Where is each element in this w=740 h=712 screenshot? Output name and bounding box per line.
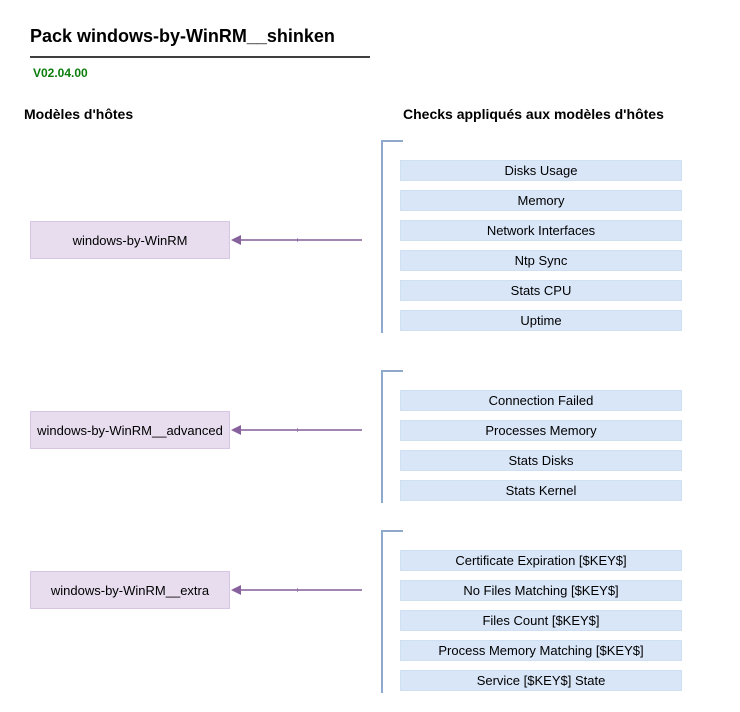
arrow-mid-tick xyxy=(297,238,298,242)
check-node: Certificate Expiration [$KEY$] xyxy=(400,550,682,571)
page-title: Pack windows-by-WinRM__shinken xyxy=(30,26,335,46)
checks-header: Checks appliqués aux modèles d'hôtes xyxy=(403,106,664,122)
check-node: Stats CPU xyxy=(400,280,682,301)
host-template-node: windows-by-WinRM xyxy=(30,221,230,259)
arrow-head-icon xyxy=(231,425,241,435)
arrow-mid-tick xyxy=(297,428,298,432)
check-node: Files Count [$KEY$] xyxy=(400,610,682,631)
arrow-mid-tick xyxy=(297,588,298,592)
edge-arrow-line xyxy=(239,429,362,431)
checks-bracket xyxy=(381,370,403,503)
check-node: Process Memory Matching [$KEY$] xyxy=(400,640,682,661)
check-node: Stats Kernel xyxy=(400,480,682,501)
host-template-node: windows-by-WinRM__advanced xyxy=(30,411,230,449)
title-underline xyxy=(30,56,370,58)
check-node: Ntp Sync xyxy=(400,250,682,271)
edge-arrow-line xyxy=(239,589,362,591)
check-node: Disks Usage xyxy=(400,160,682,181)
check-node: Service [$KEY$] State xyxy=(400,670,682,691)
host-templates-header: Modèles d'hôtes xyxy=(24,106,134,122)
check-node: Uptime xyxy=(400,310,682,331)
check-node: Stats Disks xyxy=(400,450,682,471)
checks-bracket xyxy=(381,140,403,333)
arrow-head-icon xyxy=(231,235,241,245)
arrow-head-icon xyxy=(231,585,241,595)
check-node: Network Interfaces xyxy=(400,220,682,241)
edge-arrow-line xyxy=(239,239,362,241)
pack-version: V02.04.00 xyxy=(33,66,88,80)
checks-bracket xyxy=(381,530,403,693)
check-node: Memory xyxy=(400,190,682,211)
check-node: Connection Failed xyxy=(400,390,682,411)
check-node: Processes Memory xyxy=(400,420,682,441)
host-template-node: windows-by-WinRM__extra xyxy=(30,571,230,609)
check-node: No Files Matching [$KEY$] xyxy=(400,580,682,601)
